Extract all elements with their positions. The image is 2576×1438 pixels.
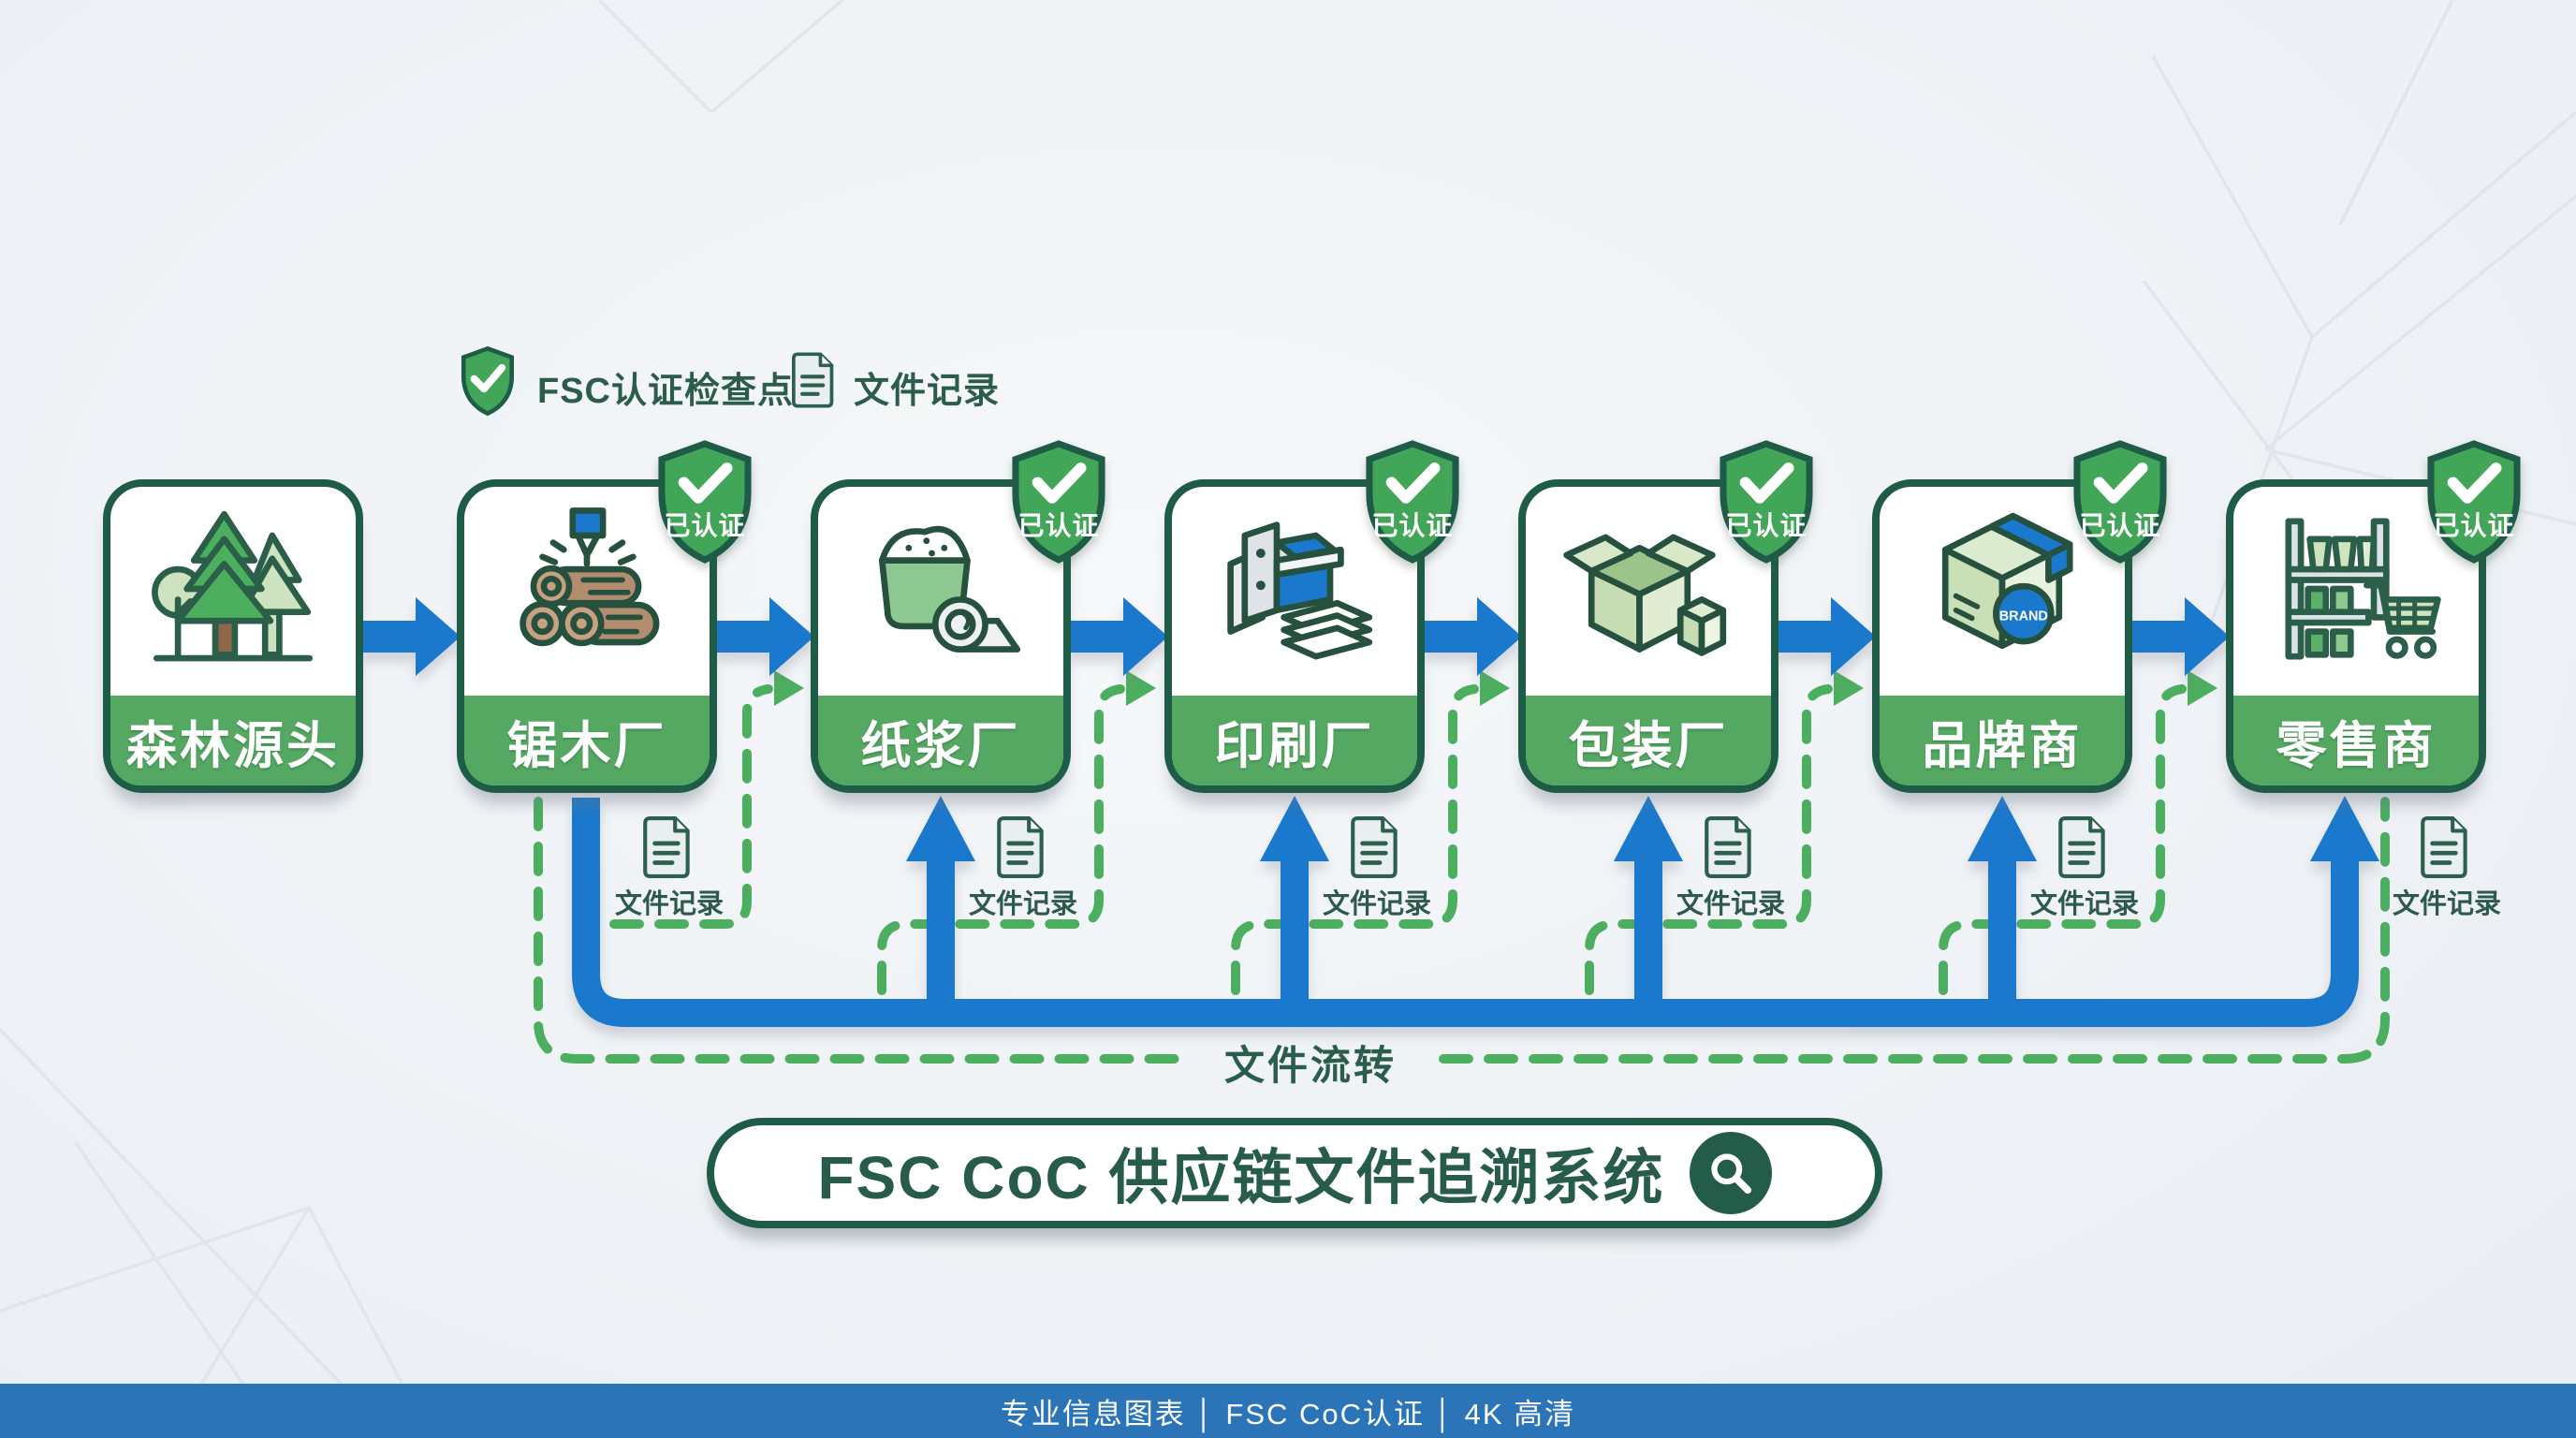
document-record-label: 文件记录 [1676, 889, 1785, 919]
certified-badge-text: 已认证 [1371, 511, 1454, 540]
blue-arrowhead-icons [416, 597, 2379, 861]
certified-badge-text: 已认证 [2079, 511, 2161, 540]
document-record-label: 文件记录 [1322, 889, 1431, 919]
node-card-forest-source: 森林源头 [103, 479, 363, 793]
node-band: 包装厂 [1526, 696, 1771, 785]
dashed-arrowhead-icons [774, 670, 2217, 706]
document-record-icon [997, 816, 1047, 878]
title-banner: FSC CoC 供应链文件追溯系统 [707, 1118, 1882, 1228]
store-shelf-cart-icon [2267, 500, 2445, 678]
open-carton-box-icon [1559, 500, 1737, 678]
document-record-label: 文件记录 [968, 889, 1077, 919]
certified-shield-icon: 已认证 [1711, 438, 1822, 565]
document-record-icon [643, 816, 694, 878]
node-label-retailer: 零售商 [2276, 717, 2437, 774]
legend-document-icon [792, 352, 837, 408]
document-record-label: 文件记录 [614, 889, 724, 919]
legend-document-label: 文件记录 [854, 372, 1001, 411]
document-record-icon [2058, 816, 2109, 878]
node-label-printing-plant: 印刷厂 [1214, 717, 1375, 774]
node-band: 品牌商 [1880, 696, 2125, 785]
certified-shield-icon: 已认证 [1357, 438, 1468, 565]
document-record-icon [1351, 816, 1401, 878]
legend-certified-label: FSC认证检查点 [537, 372, 795, 411]
sawmill-logs-icon [498, 500, 676, 678]
printing-press-icon [1206, 500, 1383, 678]
brand-box-icon: BRAND [1913, 500, 2091, 678]
node-band: 印刷厂 [1172, 696, 1417, 785]
node-band: 森林源头 [110, 696, 356, 785]
node-band: 锯木厂 [464, 696, 710, 785]
node-label-pulp-mill: 纸浆厂 [860, 717, 1021, 774]
document-record-icon [1705, 816, 1755, 878]
node-card-packaging-plant: 包装厂 已认证 [1518, 440, 1813, 793]
brand-badge-text: BRAND [1999, 609, 2048, 624]
node-band: 纸浆厂 [818, 696, 1063, 785]
certified-shield-icon: 已认证 [650, 438, 760, 565]
certified-badge-text: 已认证 [1017, 511, 1100, 540]
node-label-brand-owner: 品牌商 [1922, 717, 2083, 774]
document-record-label: 文件记录 [2392, 889, 2501, 919]
node-card-printing-plant: 印刷厂 已认证 [1164, 440, 1459, 793]
certified-badge-text: 已认证 [2433, 511, 2515, 540]
node-label-sawmill: 锯木厂 [506, 717, 667, 774]
node-label-packaging-plant: 包装厂 [1568, 717, 1729, 774]
forest-trees-icon [144, 500, 322, 678]
pulp-vat-paper-roll-icon [852, 500, 1030, 678]
certified-badge-text: 已认证 [664, 511, 746, 540]
node-card-brand-owner: BRAND 品牌商 已认证 [1872, 440, 2167, 793]
page-title: FSC CoC 供应链文件追溯系统 [817, 1144, 1665, 1211]
node-card-retailer: 零售商 已认证 [2226, 440, 2521, 793]
node-band: 零售商 [2233, 696, 2479, 785]
legend-certified-shield-icon [457, 345, 519, 418]
certified-shield-icon: 已认证 [2065, 438, 2175, 565]
node-card-sawmill: 锯木厂 已认证 [457, 440, 752, 793]
node-card-pulp-mill: 纸浆厂 已认证 [811, 440, 1105, 793]
certified-shield-icon: 已认证 [2419, 438, 2529, 565]
footer-text: 专业信息图表 │ FSC CoC认证 │ 4K 高清 [1000, 1397, 1576, 1431]
certified-shield-icon: 已认证 [1003, 438, 1114, 565]
footer-bar: 专业信息图表 │ FSC CoC认证 │ 4K 高清 [0, 1384, 2576, 1438]
node-label-forest-source: 森林源头 [126, 717, 340, 774]
document-flow-label: 文件流转 [1224, 1044, 1397, 1089]
document-record-icon [2421, 816, 2471, 878]
magnifier-icon [1689, 1132, 1772, 1214]
document-record-label: 文件记录 [2029, 889, 2139, 919]
certified-badge-text: 已认证 [1725, 511, 1808, 540]
